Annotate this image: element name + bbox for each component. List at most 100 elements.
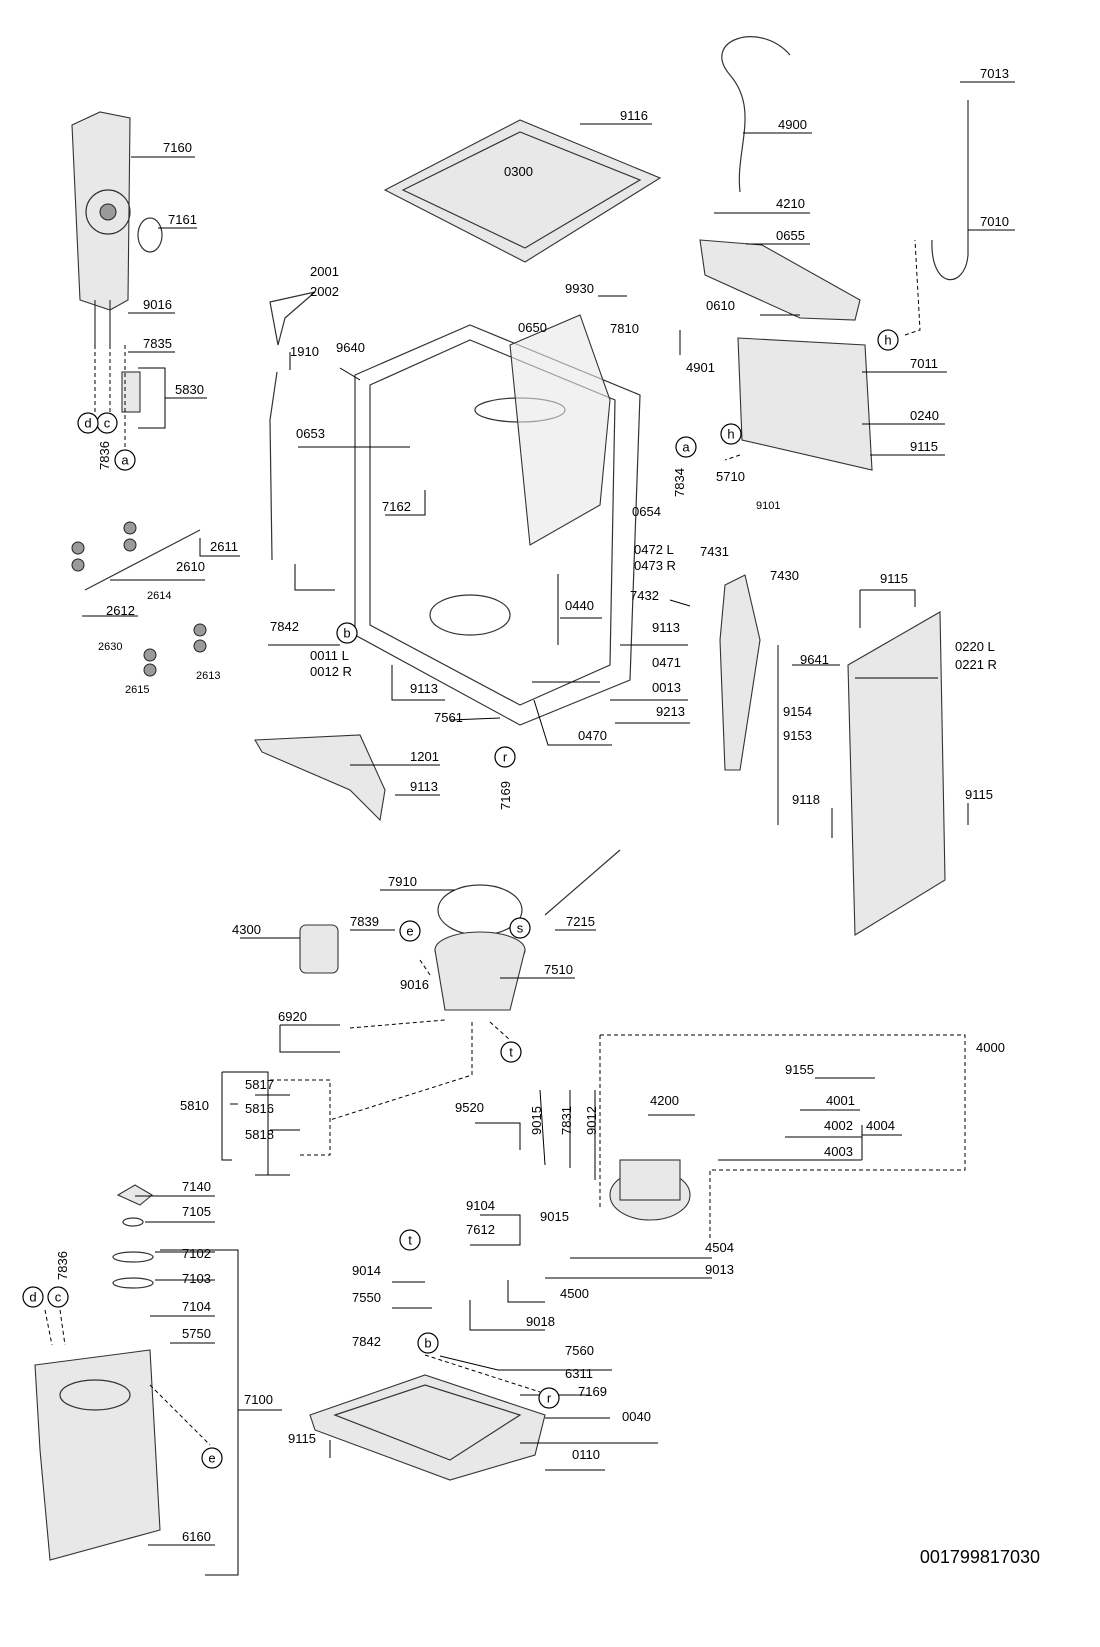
label-9116: 9116 (620, 108, 648, 123)
label-7810: 7810 (610, 321, 639, 336)
label-0240: 0240 (910, 408, 939, 423)
label-1201: 1201 (410, 749, 439, 764)
label-0650: 0650 (518, 320, 547, 335)
label-5750: 5750 (182, 1326, 211, 1341)
label-2612: 2612 (106, 603, 135, 618)
label-7431: 7431 (700, 544, 729, 559)
label-0440: 0440 (565, 598, 594, 613)
label-9115-a: 9115 (910, 439, 938, 454)
callout-t-circle (500, 1041, 522, 1063)
label-7910: 7910 (388, 874, 417, 889)
callout-a-label: a (682, 439, 690, 454)
label-2614: 2614 (147, 590, 171, 602)
label-9520: 9520 (455, 1100, 484, 1115)
label-7013: 7013 (980, 66, 1009, 81)
callout-e-circle (399, 920, 421, 942)
label-9153: 9153 (783, 728, 812, 743)
label-7169-b: 7169 (578, 1384, 607, 1399)
label-4300: 4300 (232, 922, 261, 937)
label-5818: 5818 (245, 1127, 274, 1142)
label-7550: 7550 (352, 1290, 381, 1305)
label-7010: 7010 (980, 214, 1009, 229)
label-7169-a: 7169 (498, 781, 513, 810)
label-7842-a: 7842 (270, 619, 299, 634)
callout-c-circle (47, 1286, 69, 1308)
label-0110: 0110 (572, 1447, 600, 1462)
label-2001: 2001 (310, 264, 339, 279)
label-6311: 6311 (565, 1366, 593, 1381)
callout-h-circle (877, 329, 899, 351)
callout-e-label: e (208, 1450, 215, 1465)
label-0012-r: 0012 R (310, 664, 352, 679)
label-9115-b: 9115 (880, 571, 908, 586)
label-0654: 0654 (632, 504, 661, 519)
callout-b-circle (336, 622, 358, 644)
callout-e-label: e (406, 923, 413, 938)
label-6920: 6920 (278, 1009, 307, 1024)
callout-a-label: a (121, 452, 129, 467)
callout-r-label: r (503, 749, 508, 764)
callout-h-label: h (727, 426, 734, 441)
label-7839: 7839 (350, 914, 379, 929)
leader-lines (44, 81, 1015, 1576)
label-4200: 4200 (650, 1093, 679, 1108)
label-7105: 7105 (182, 1204, 211, 1219)
label-7510: 7510 (544, 962, 573, 977)
label-7834: 7834 (672, 468, 687, 497)
label-0472-l: 0472 L (634, 542, 674, 557)
callout-s-label: s (517, 920, 524, 935)
label-1910: 1910 (290, 344, 319, 359)
label-6160: 6160 (182, 1529, 211, 1544)
label-2630: 2630 (98, 641, 122, 653)
callout-e-circle (201, 1447, 223, 1469)
label-7430: 7430 (770, 568, 799, 583)
label-7560: 7560 (565, 1343, 594, 1358)
label-2610: 2610 (176, 559, 205, 574)
label-9118: 9118 (792, 792, 820, 807)
label-9012: 9012 (584, 1106, 599, 1135)
callout-s-circle (509, 917, 531, 939)
label-7831: 7831 (559, 1106, 574, 1135)
label-0013: 0013 (652, 680, 681, 695)
label-9014: 9014 (352, 1263, 381, 1278)
label-7836: 7836 (97, 441, 112, 470)
label-9640: 9640 (336, 340, 365, 355)
label-9113-c: 9113 (410, 779, 438, 794)
label-4000: 4000 (976, 1040, 1005, 1055)
label-7103: 7103 (182, 1271, 211, 1286)
label-0470: 0470 (578, 728, 607, 743)
label-0610: 0610 (706, 298, 735, 313)
label-9104: 9104 (466, 1198, 495, 1213)
label-7215: 7215 (566, 914, 595, 929)
label-4900: 4900 (778, 117, 807, 132)
callout-r-label: r (547, 1390, 552, 1405)
label-9018: 9018 (526, 1314, 555, 1329)
label-9641: 9641 (800, 652, 829, 667)
callout-h-label: h (884, 332, 891, 347)
label-4001: 4001 (826, 1093, 855, 1108)
label-9016: 9016 (143, 297, 172, 312)
label-7561: 7561 (434, 710, 463, 725)
label-7842-b: 7842 (352, 1334, 381, 1349)
callout-d-label: d (84, 415, 91, 430)
label-5830: 5830 (175, 382, 204, 397)
label-9155: 9155 (785, 1062, 814, 1077)
label-0040: 0040 (622, 1409, 651, 1424)
label-4002: 4002 (824, 1118, 853, 1133)
label-4210: 4210 (776, 196, 805, 211)
label-9154: 9154 (783, 704, 812, 719)
label-7162: 7162 (382, 499, 411, 514)
label-9115-c: 9115 (965, 787, 993, 802)
callout-d-label: d (29, 1289, 36, 1304)
label-7835: 7835 (143, 336, 172, 351)
label-5810: 5810 (180, 1098, 209, 1113)
callout-h-circle (720, 423, 742, 445)
label-9930: 9930 (565, 281, 594, 296)
callout-c-label: c (55, 1289, 62, 1304)
label-4004: 4004 (866, 1118, 895, 1133)
callout-a-circle (114, 449, 136, 471)
label-5817: 5817 (245, 1077, 274, 1092)
label-7011: 7011 (910, 356, 938, 371)
